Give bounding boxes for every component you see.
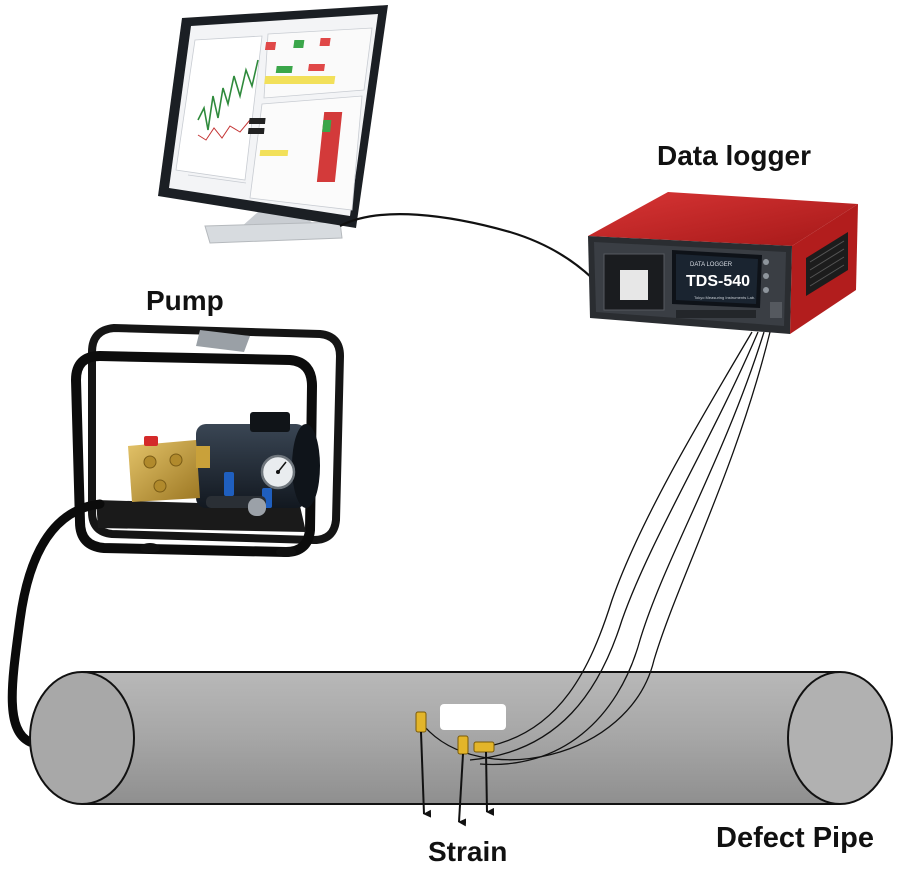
- defect-region: [440, 704, 506, 730]
- pump-label: Pump: [146, 285, 224, 316]
- pressure-pump-icon: [70, 323, 345, 558]
- strain-label: Strain: [428, 836, 508, 867]
- computer-monitor-icon: [158, 5, 388, 244]
- data-logger-device-icon: DATA LOGGER TDS-540 Tokyo Measuring Inst…: [588, 192, 858, 334]
- monitor-cable: [339, 213, 593, 279]
- strain-gauge-icon: [415, 711, 495, 755]
- defect-pipe-label: Defect Pipe: [716, 822, 874, 854]
- strain-arrows: [420, 731, 495, 827]
- strain-gauge-3: [473, 741, 495, 753]
- pressure-gauge-icon: [260, 454, 296, 490]
- data-logger-label: Data logger: [657, 140, 812, 171]
- logger-model-text: TDS-540: [686, 273, 750, 290]
- logger-maker-text: Tokyo Measuring Instruments Lab.: [694, 295, 755, 300]
- sensor-wires: [423, 331, 771, 766]
- pump-hose: [7, 499, 105, 747]
- logger-brand-text: DATA LOGGER: [690, 262, 733, 268]
- strain-gauge-2: [457, 735, 469, 755]
- strain-gauge-1: [415, 711, 427, 733]
